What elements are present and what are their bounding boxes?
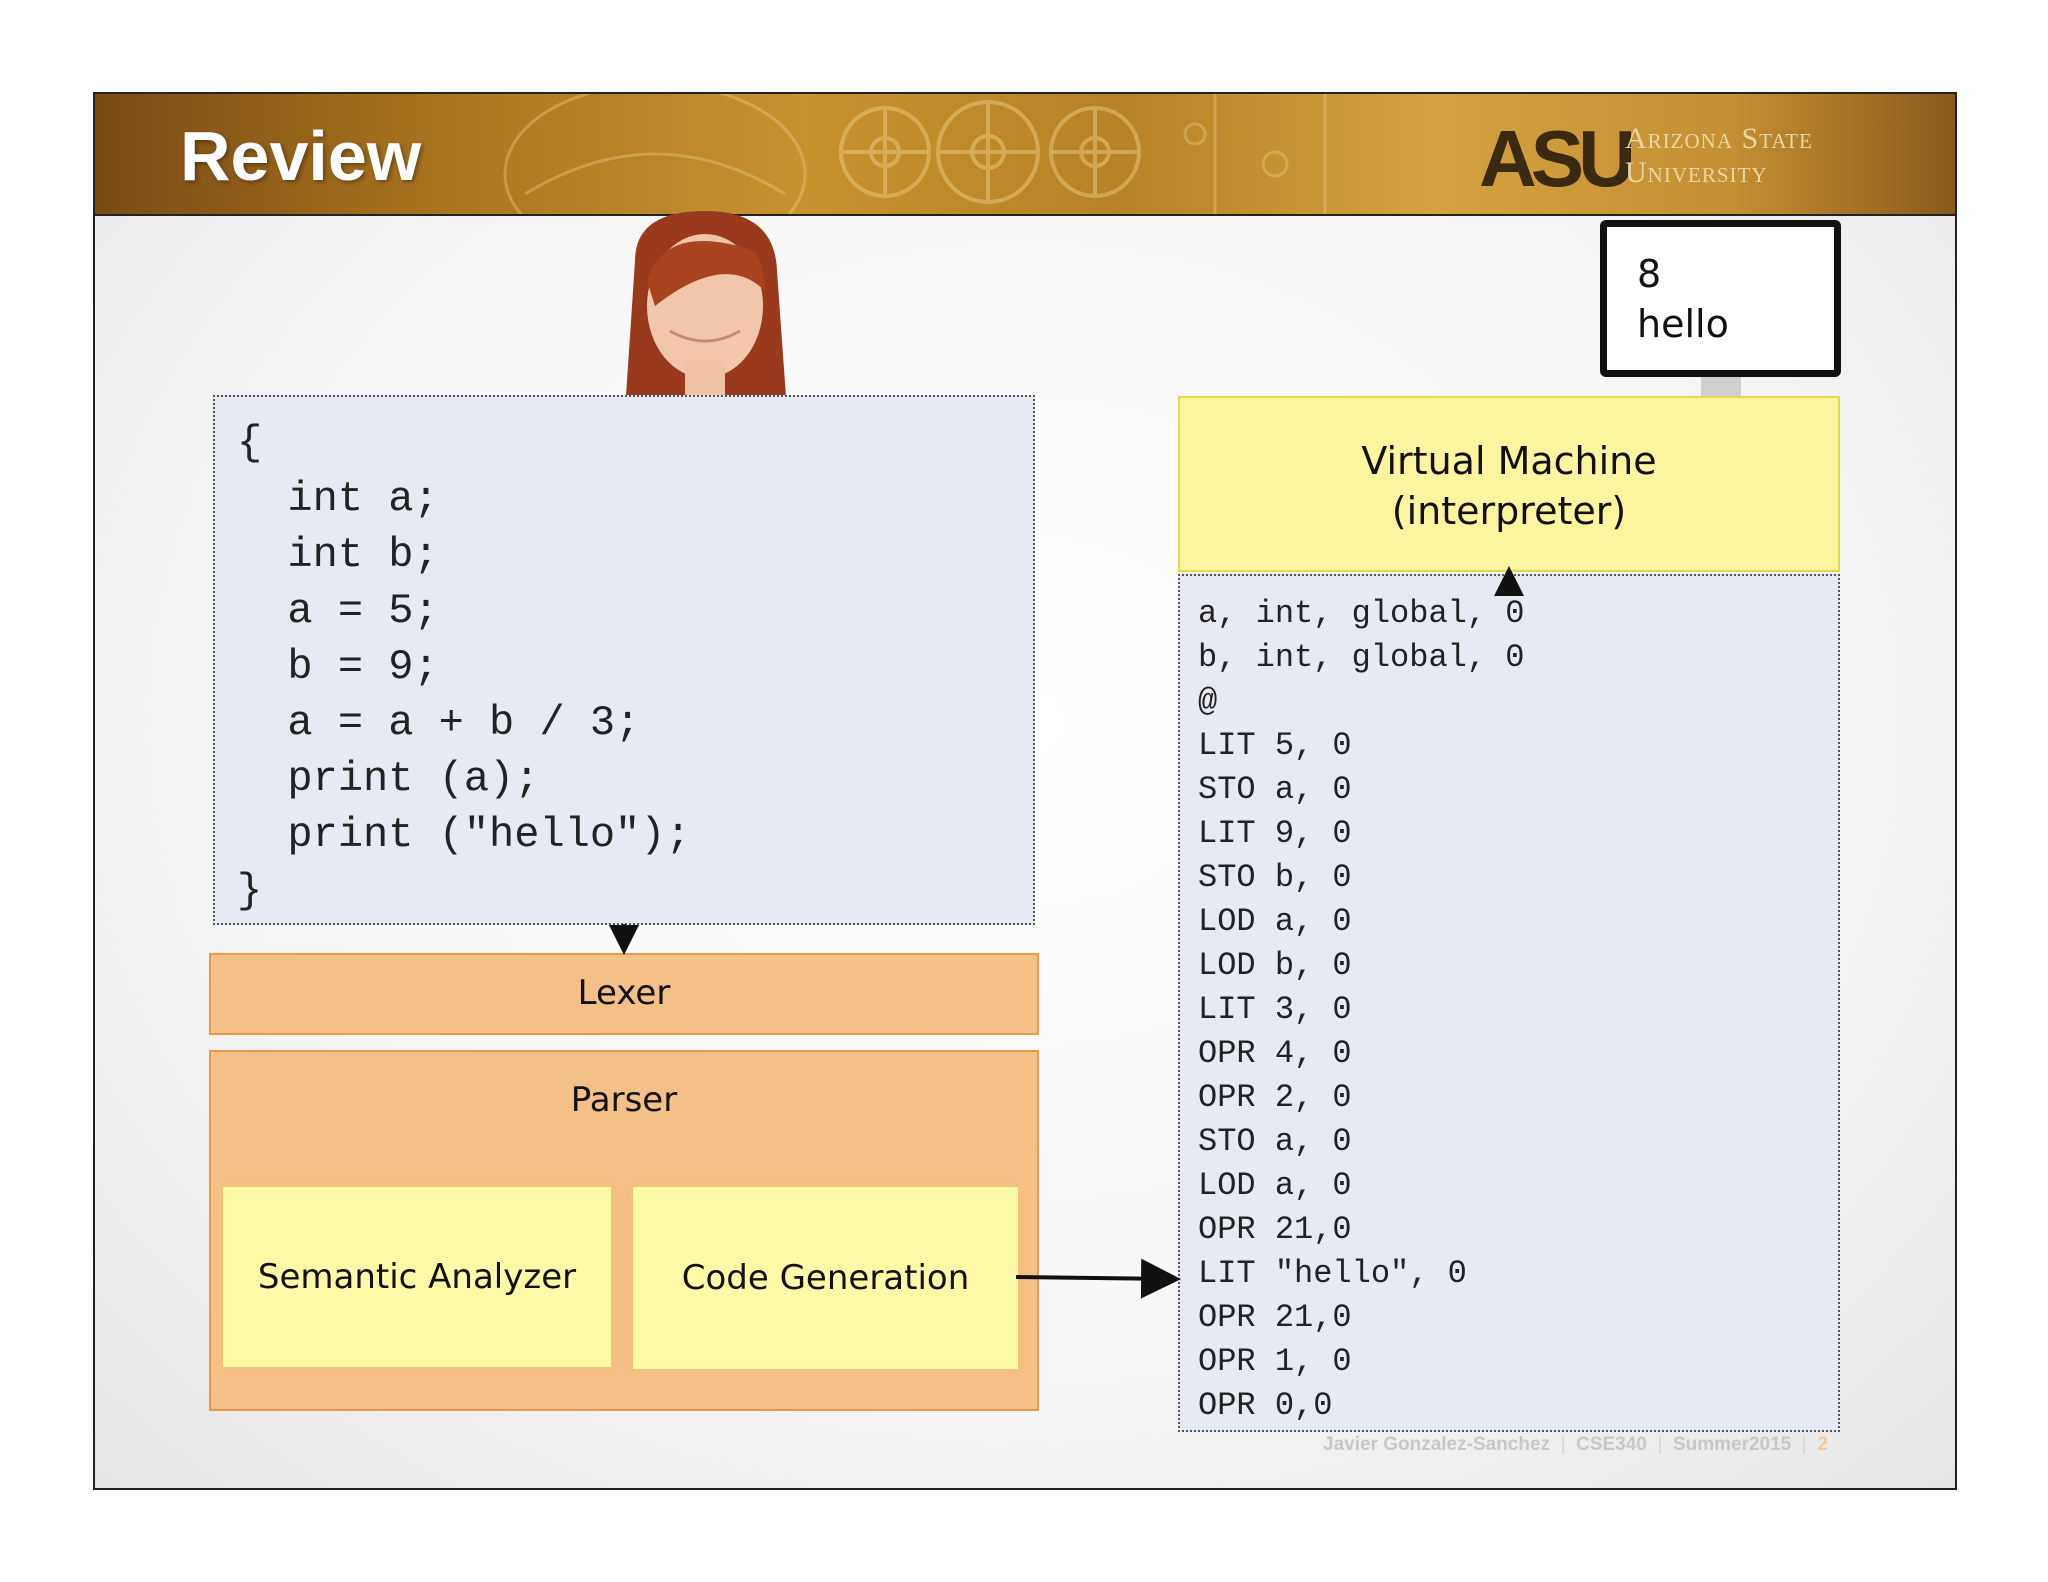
footer-course: CSE340: [1576, 1434, 1647, 1455]
footer-page-number: 2: [1817, 1434, 1828, 1455]
virtual-machine-label: Virtual Machine(interpreter): [1180, 436, 1838, 536]
output-line: hello: [1637, 299, 1729, 349]
source-code: { int a; int b; a = 5; b = 9; a = a + b …: [237, 415, 691, 919]
footer: Javier Gonzalez-Sanchez | CSE340 | Summe…: [1323, 1434, 1828, 1456]
header-banner: Review ASU Arizona State University: [95, 94, 1955, 216]
code-line: print ("hello");: [237, 807, 691, 863]
arrow-codegen-to-intermediate: [1016, 1277, 1173, 1279]
semantic-analyzer-label: Semantic Analyzer: [258, 1257, 576, 1297]
source-code-panel: { int a; int b; a = 5; b = 9; a = a + b …: [213, 395, 1035, 925]
virtual-machine-box: Virtual Machine(interpreter): [1178, 396, 1840, 572]
asm-line: LIT "hello", 0: [1198, 1252, 1524, 1296]
footer-author: Javier Gonzalez-Sanchez: [1323, 1434, 1550, 1455]
asm-line: LIT 9, 0: [1198, 812, 1524, 856]
asm-line: STO a, 0: [1198, 1120, 1524, 1164]
asm-line: OPR 1, 0: [1198, 1340, 1524, 1384]
asu-logo-mark: ASU: [1479, 116, 1631, 196]
code-line: a = a + b / 3;: [237, 695, 691, 751]
lexer-label: Lexer: [211, 973, 1037, 1013]
asm-line: LIT 3, 0: [1198, 988, 1524, 1032]
code-line: }: [237, 863, 691, 919]
asm-line: LOD a, 0: [1198, 900, 1524, 944]
asm-line: OPR 2, 0: [1198, 1076, 1524, 1120]
code-line: int b;: [237, 527, 691, 583]
parser-box: Parser Semantic Analyzer Code Generation: [209, 1050, 1039, 1411]
asm-line: STO a, 0: [1198, 768, 1524, 812]
asm-line: a, int, global, 0: [1198, 592, 1524, 636]
asm-line: LIT 5, 0: [1198, 724, 1524, 768]
vm-label-line2: (interpreter): [1180, 486, 1838, 536]
footer-term: Summer2015: [1673, 1434, 1791, 1455]
asm-line: OPR 21,0: [1198, 1208, 1524, 1252]
asm-line: OPR 0,0: [1198, 1384, 1524, 1428]
code-line: int a;: [237, 471, 691, 527]
code-line: b = 9;: [237, 639, 691, 695]
asm-line: OPR 4, 0: [1198, 1032, 1524, 1076]
code-line: print (a);: [237, 751, 691, 807]
vm-label-line1: Virtual Machine: [1180, 436, 1838, 486]
code-generation-box: Code Generation: [633, 1187, 1018, 1369]
asu-wordmark-line2: University: [1625, 156, 1813, 190]
asm-line: LOD a, 0: [1198, 1164, 1524, 1208]
asm-line: @: [1198, 680, 1524, 724]
output-line: 8: [1637, 249, 1729, 299]
asm-line: LOD b, 0: [1198, 944, 1524, 988]
semantic-analyzer-box: Semantic Analyzer: [223, 1187, 611, 1367]
lexer-box: Lexer: [209, 953, 1039, 1035]
slide-title: Review: [180, 116, 421, 196]
asu-wordmark-line1: Arizona State: [1625, 122, 1813, 156]
parser-label: Parser: [211, 1080, 1037, 1120]
asu-wordmark: Arizona State University: [1625, 122, 1813, 190]
asm-line: b, int, global, 0: [1198, 636, 1524, 680]
asm-line: OPR 21,0: [1198, 1296, 1524, 1340]
code-line: {: [237, 415, 691, 471]
code-line: a = 5;: [237, 583, 691, 639]
slide: Review ASU Arizona State University { in…: [93, 92, 1957, 1490]
code-generation-label: Code Generation: [682, 1258, 970, 1298]
asm-line: STO b, 0: [1198, 856, 1524, 900]
